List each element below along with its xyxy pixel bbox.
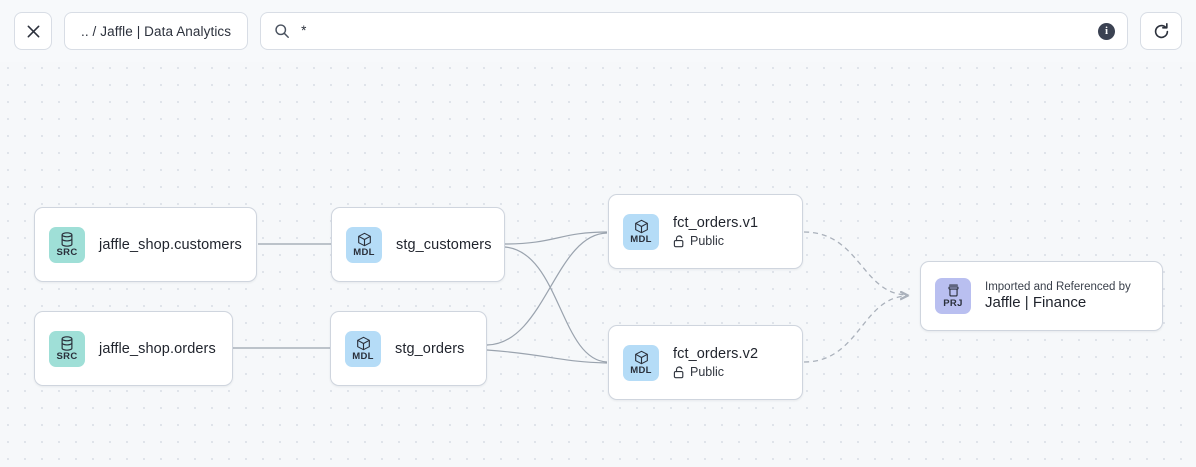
edge-stg-orders-to-fct-v2 [486, 349, 608, 364]
node-title: Jaffle | Finance [985, 294, 1087, 311]
node-title: fct_orders.v2 [673, 346, 759, 362]
node-text: Imported and Referenced by Jaffle | Fina… [985, 281, 1131, 311]
search-icon [275, 24, 290, 38]
mdl-badge-label: MDL [352, 350, 374, 362]
info-icon[interactable]: i [1098, 22, 1115, 40]
node-src-jaffle-shop-customers[interactable]: SRC jaffle_shop.customers [34, 207, 257, 282]
node-text: jaffle_shop.customers [99, 237, 242, 253]
mdl-badge-label: MDL [630, 233, 652, 245]
node-overline: Imported and Referenced by [985, 281, 1131, 293]
src-badge: SRC [49, 330, 85, 367]
mdl-badge: MDL [623, 213, 659, 250]
node-text: fct_orders.v2 Public [673, 346, 758, 379]
node-access-label: Public [690, 365, 725, 379]
node-mdl-fct-orders-v2[interactable]: MDL fct_orders.v2 Public [608, 325, 803, 400]
node-title: fct_orders.v1 [673, 215, 759, 231]
prj-badge-label: PRJ [943, 298, 963, 309]
close-icon [27, 25, 39, 37]
prj-badge: PRJ [935, 278, 971, 314]
node-text: jaffle_shop.orders [99, 341, 216, 357]
search-input[interactable]: * [301, 23, 307, 39]
lineage-canvas[interactable]: SRC jaffle_shop.customers SRC jaffle_sho… [0, 62, 1196, 467]
node-access: Public [673, 365, 758, 379]
mdl-badge-label: MDL [630, 364, 652, 376]
close-button[interactable] [14, 12, 52, 50]
node-title: stg_customers [396, 236, 492, 253]
node-text: fct_orders.v1 Public [673, 215, 758, 248]
mdl-badge: MDL [345, 330, 381, 367]
node-mdl-stg-orders[interactable]: MDL stg_orders [330, 311, 487, 386]
cube-icon [634, 219, 649, 234]
mdl-badge-label: MDL [353, 246, 375, 258]
cube-icon [356, 336, 371, 351]
lock-icon [673, 234, 684, 247]
mdl-badge: MDL [623, 344, 659, 381]
node-mdl-stg-customers[interactable]: MDL stg_customers [331, 207, 505, 282]
breadcrumb-label: .. / Jaffle | Data Analytics [81, 23, 232, 39]
search-field[interactable]: * i [260, 12, 1128, 50]
cube-icon [634, 350, 649, 365]
edge-stg-customers-to-fct-v1 [504, 231, 608, 245]
breadcrumb[interactable]: .. / Jaffle | Data Analytics [64, 12, 249, 50]
lock-icon [673, 365, 684, 378]
refresh-icon [1154, 22, 1168, 38]
edge-stg-orders-to-fct-v1 [486, 232, 608, 346]
node-prj-jaffle-finance[interactable]: PRJ Imported and Referenced by Jaffle | … [920, 261, 1163, 331]
src-badge-label: SRC [56, 246, 78, 258]
node-title: jaffle_shop.customers [99, 236, 242, 253]
database-icon [60, 335, 74, 351]
edge-fct-v1-to-project [803, 231, 908, 295]
node-text: stg_orders [395, 341, 465, 357]
project-icon [946, 283, 961, 298]
node-src-jaffle-shop-orders[interactable]: SRC jaffle_shop.orders [34, 311, 233, 386]
edge-fct-v2-to-project [803, 296, 908, 363]
node-mdl-fct-orders-v1[interactable]: MDL fct_orders.v1 Public [608, 194, 803, 269]
node-access: Public [673, 234, 758, 248]
mdl-badge: MDL [346, 226, 382, 263]
top-toolbar: .. / Jaffle | Data Analytics * i [0, 0, 1196, 62]
node-text: stg_customers [396, 236, 492, 253]
edge-stg-customers-to-fct-v2 [504, 246, 608, 363]
src-badge-label: SRC [56, 350, 78, 362]
node-title: stg_orders [395, 340, 465, 357]
database-icon [60, 231, 74, 247]
node-title: jaffle_shop.orders [99, 340, 216, 357]
refresh-button[interactable] [1140, 12, 1182, 50]
node-access-label: Public [690, 234, 725, 248]
cube-icon [357, 232, 372, 247]
src-badge: SRC [49, 226, 85, 263]
